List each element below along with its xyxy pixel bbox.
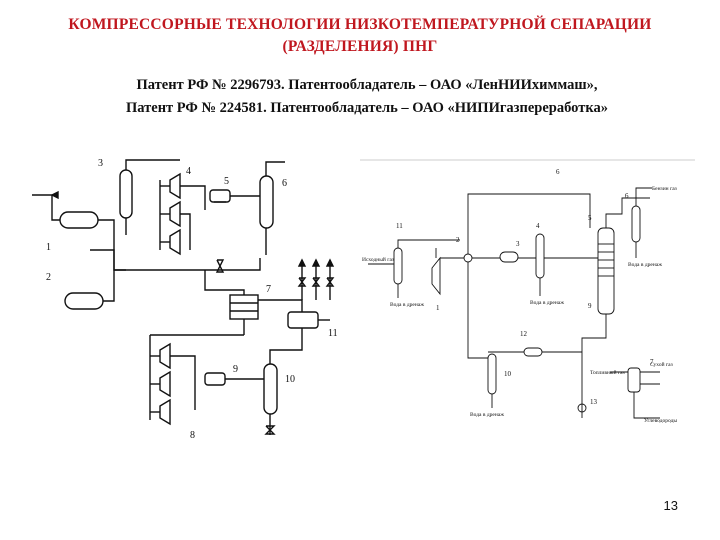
rtext-water3: Вода в дренаж [628,262,662,268]
exchanger-12 [523,347,543,357]
column-6 [259,175,274,229]
exchanger-3 [499,251,519,263]
rlabel-3: 3 [516,240,520,248]
label-3: 3 [98,158,103,169]
compressor-4c [169,228,181,256]
rlabel-7: 7 [650,358,654,366]
heat-exchanger-7 [229,294,259,320]
left-process-diagram: 3 4 5 6 7 8 9 10 11 1 2 [32,158,338,441]
compressor-8b [159,370,171,398]
patent-line-1: Патент РФ № 2296793. Патентообладатель –… [136,77,598,93]
column-10r [487,353,497,395]
rtext-fuel: Топливный газ [590,369,625,376]
vessel-11 [287,311,319,329]
column-3 [119,169,133,219]
label-1: 1 [46,242,51,253]
rlabel-6: 6 [556,168,560,176]
rlabel-4: 4 [536,222,540,230]
slide-title-line2: (РАЗДЕЛЕНИЯ) ПНГ [282,38,438,55]
separator-2 [64,292,104,310]
compressor-1 [431,256,441,296]
rtext-condensate: Углеводороды [644,418,677,424]
label-6: 6 [282,178,287,189]
rtext-product: Бензин газ [652,186,677,192]
mixer-2 [463,253,473,263]
column-4 [535,233,545,279]
cooler-9 [204,372,226,386]
pump-13 [577,403,587,413]
label-4: 4 [186,166,191,177]
inlet-separator [393,247,403,285]
rtext-dry-gas: Сухой газ [650,361,673,368]
rlabel-9: 9 [588,302,592,310]
column-6r [631,205,641,243]
compressor-4a [169,172,181,200]
label-10: 10 [285,374,295,385]
label-8: 8 [190,430,195,441]
rlabel-6b: 6 [625,192,629,200]
separator-1 [59,211,99,229]
column-10 [263,363,278,415]
compressor-4b [169,200,181,228]
label-7: 7 [266,284,271,295]
rlabel-13: 13 [590,398,598,406]
rtext-inlet: Исходный газ [362,256,394,263]
patent-line-2: Патент РФ № 224581. Патентообладатель – … [125,100,608,116]
vessel-7 [627,367,641,393]
label-9: 9 [233,364,238,375]
rlabel-10: 10 [504,370,512,378]
rlabel-2: 2 [456,236,460,244]
compressor-8a [159,342,171,370]
compressor-8c [159,398,171,426]
label-11: 11 [328,328,338,339]
right-process-diagram: 6 6 11 2 3 4 1 9 12 10 7 13 5 Исходный г… [360,159,695,424]
cooler-5 [209,189,231,203]
rlabel-12: 12 [520,330,528,338]
rtext-water1: Вода в дренаж [390,302,424,308]
rlabel-5: 5 [588,214,592,222]
rlabel-11: 11 [396,222,403,230]
rlabel-1: 1 [436,304,440,312]
label-2: 2 [46,272,51,283]
slide-title-line1: КОМПРЕССОРНЫЕ ТЕХНОЛОГИИ НИЗКОТЕМПЕРАТУР… [68,16,652,33]
rtext-water4: Вода в дренаж [470,412,504,418]
rtext-water2: Вода в дренаж [530,300,564,306]
label-5: 5 [224,176,229,187]
main-column [597,227,615,315]
page-number: 13 [663,498,678,513]
